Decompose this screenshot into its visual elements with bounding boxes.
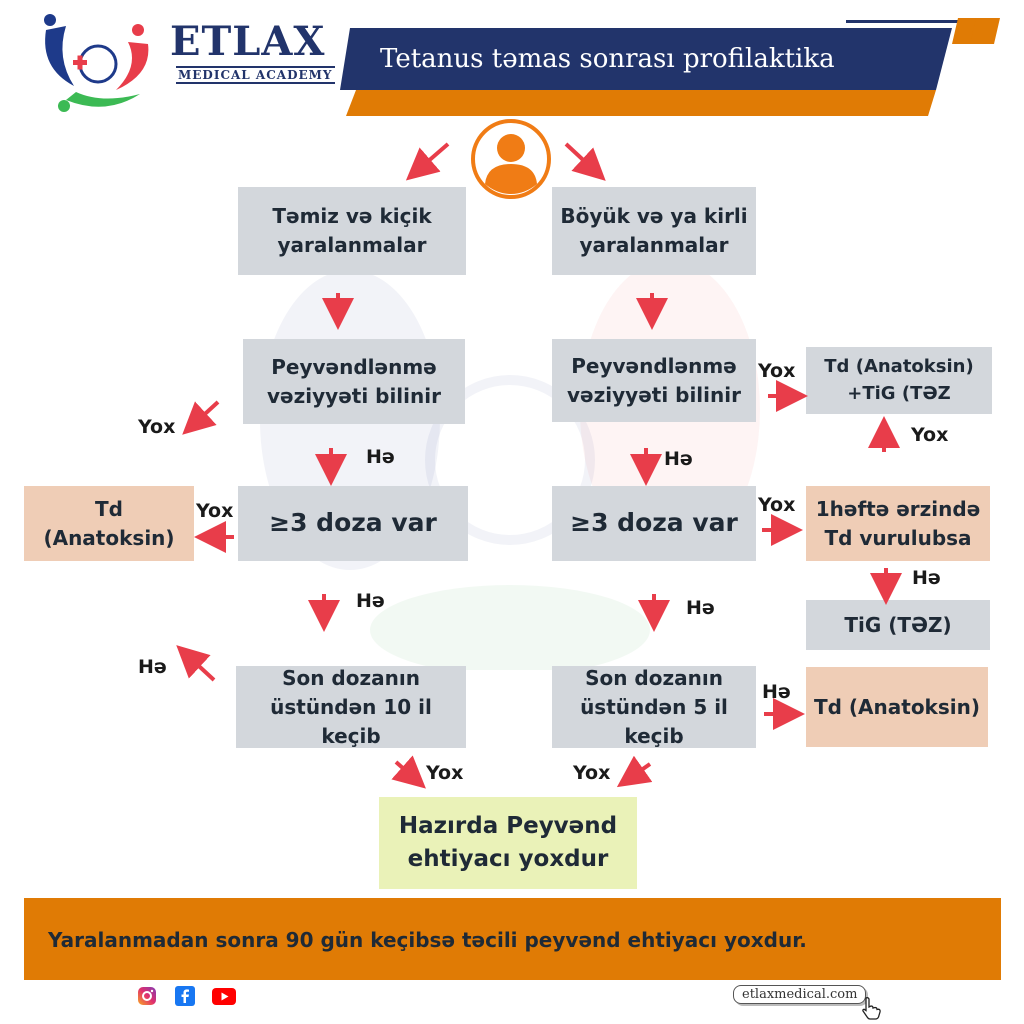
footer-banner <box>24 898 1001 980</box>
label-yes-3: Hə <box>912 567 941 589</box>
brand-subtitle: MEDICAL ACADEMY <box>176 66 335 84</box>
label-no-3: Yox <box>911 424 949 446</box>
brand-name: ETLAX <box>170 18 326 65</box>
header-banner <box>340 18 1000 116</box>
arrow-to-large <box>564 142 606 181</box>
arrow-10y-yes <box>176 645 216 682</box>
node-td-tig: Td (Anatoksin) +TiG (TƏZ <box>806 347 992 414</box>
facebook-icon[interactable] <box>175 986 195 1006</box>
website-link[interactable]: etlaxmedical.com <box>733 985 867 1004</box>
instagram-icon[interactable] <box>137 986 157 1006</box>
hand-cursor-icon <box>862 997 881 1020</box>
label-no-4: Yox <box>196 500 234 522</box>
node-large-wounds: Böyük və ya kirli yaralanmalar <box>552 187 756 275</box>
footer-note: Yaralanmadan sonra 90 gün keçibsə təcili… <box>48 928 807 952</box>
node-no-vaccine-needed: Hazırda Peyvənd ehtiyacı yoxdur <box>379 797 637 889</box>
node-last-dose-5-years: Son dozanın üstündən 5 il keçib <box>552 666 756 748</box>
node-td-left: Td (Anatoksin) <box>24 486 194 561</box>
label-yes-7: Hə <box>762 681 791 703</box>
node-last-dose-10-years: Son dozanın üstündən 10 il keçib <box>236 666 466 748</box>
label-no-2: Yox <box>758 360 796 382</box>
label-no-1: Yox <box>138 416 176 438</box>
label-yes-1: Hə <box>366 446 395 468</box>
user-avatar-icon <box>471 119 551 199</box>
node-tig: TiG (TƏZ) <box>806 600 990 650</box>
academy-logo <box>44 14 149 112</box>
node-vaccination-known-left: Peyvəndlənmə vəziyyəti bilinir <box>243 339 465 424</box>
label-yes-5: Hə <box>686 597 715 619</box>
node-td-right: Td (Anatoksin) <box>806 667 988 747</box>
label-yes-6: Hə <box>138 656 167 678</box>
node-td-within-week: 1həftə ərzində Td vurulubsa <box>806 486 990 561</box>
label-no-7: Yox <box>573 762 611 784</box>
node-doses-right: ≥3 doza var <box>552 486 756 561</box>
arrow-vacc-left-no <box>182 400 220 435</box>
node-vaccination-known-right: Peyvəndlənmə vəziyyəti bilinir <box>552 339 756 422</box>
node-clean-wounds: Təmiz və kiçik yaralanmalar <box>238 187 466 275</box>
arrow-10y-no <box>391 755 426 789</box>
arrow-5y-no <box>616 755 653 788</box>
label-no-5: Yox <box>758 494 796 516</box>
label-yes-4: Hə <box>356 590 385 612</box>
arrow-to-clean <box>405 142 450 181</box>
label-yes-2: Hə <box>664 448 693 470</box>
youtube-icon[interactable] <box>212 988 236 1005</box>
node-doses-left: ≥3 doza var <box>238 486 468 561</box>
page-title: Tetanus təmas sonrası profilaktika <box>380 44 835 74</box>
label-no-6: Yox <box>426 762 464 784</box>
